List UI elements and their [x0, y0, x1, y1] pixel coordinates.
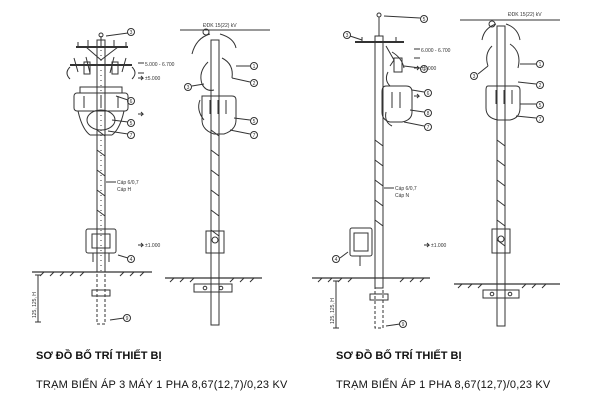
left-dim-top: 5.000 - 6.700	[145, 62, 175, 68]
left-side-callout-1-text: 1	[253, 64, 256, 70]
left-front-view	[32, 28, 152, 325]
left-dim-low: ±1.000	[145, 243, 160, 249]
right-dim-top: 6.000 - 6.700	[421, 48, 451, 54]
right-side-callout-3	[470, 72, 478, 80]
left-side-lv-cabinet	[205, 230, 225, 254]
right-side-callout-5	[536, 101, 544, 109]
left-side-callout-3-text: 3	[187, 85, 190, 91]
right-side-transformer	[485, 85, 521, 121]
left-side-view	[165, 28, 270, 326]
right-lv-cabinet	[349, 227, 373, 257]
right-side-callout-5-text: 5	[539, 103, 542, 109]
left-side-callout-5	[250, 117, 258, 125]
right-side-callout-2	[536, 81, 544, 89]
callout-numbers: 3 6 5 7 4 9 3 2 1 5 7 5 3 1 6 8 7 4 9 3 …	[126, 17, 542, 328]
right-pole	[374, 35, 384, 289]
left-callout-9	[123, 314, 131, 322]
right-line-label: ĐDK 15(22) kV	[508, 12, 542, 18]
right-side-callout-7-text: 7	[539, 117, 542, 123]
left-side-callout-2	[250, 79, 258, 87]
right-side-callout-1	[536, 60, 544, 68]
left-side-callout-7-text: 7	[253, 133, 256, 139]
left-callout-6-text: 6	[130, 99, 133, 105]
left-side-callout-2-text: 2	[253, 81, 256, 87]
right-dim-low: ±1.000	[431, 243, 446, 249]
right-side-callout-3-text: 3	[473, 74, 476, 80]
left-callout-7-text: 7	[130, 133, 133, 139]
right-callout-8	[424, 109, 432, 117]
right-caption-subtitle: TRẠM BIẾN ÁP 1 PHA 8,67(12,7)/0,23 KV	[336, 379, 551, 391]
left-callout-5	[127, 119, 135, 127]
left-callout-6	[127, 97, 135, 105]
right-side-callout-2-text: 2	[539, 83, 542, 89]
right-callout-8-text: 8	[427, 111, 430, 117]
right-caption-title: SƠ ĐỒ BỐ TRÍ THIẾT BỊ	[336, 350, 462, 362]
right-front-view	[312, 12, 432, 329]
right-callout-7	[424, 123, 432, 131]
left-callout-5-text: 5	[130, 121, 133, 127]
right-side-callout-7	[536, 115, 544, 123]
right-side-pole	[496, 25, 506, 327]
right-callout-9	[399, 320, 407, 328]
left-caption-title: SƠ ĐỒ BỐ TRÍ THIẾT BỊ	[36, 350, 162, 362]
right-depth-label: 125, 125, H	[330, 298, 336, 324]
left-side-transformer	[198, 95, 237, 135]
right-callout-5-text: 5	[423, 17, 426, 23]
left-dim-mid: ±5.000	[145, 76, 160, 82]
left-callout-9-text: 9	[126, 316, 129, 322]
left-depth-label: 125, 125, H	[32, 292, 38, 318]
right-side-lv-cabinet	[491, 228, 511, 254]
left-callout-7	[127, 131, 135, 139]
right-transformer	[381, 85, 413, 127]
left-lv-cabinet	[85, 228, 117, 254]
right-side-view	[454, 19, 560, 327]
right-cable-note: Cáp 6/0,7	[395, 186, 417, 192]
right-callout-3-text: 3	[346, 33, 349, 39]
left-side-callout-7	[250, 131, 258, 139]
right-dim-mid: ±5.000	[421, 66, 436, 72]
left-callout-4	[127, 255, 135, 263]
left-cable-note-2: Cáp H	[117, 187, 132, 193]
right-callout-4-text: 4	[335, 257, 338, 263]
right-callout-7-text: 7	[427, 125, 430, 131]
annotations: ĐDK 15(22) kV 5.000 - 6.700 ±5.000 ±1.00…	[32, 12, 542, 324]
right-callout-1-text: 1	[423, 67, 426, 73]
right-side-callout-1-text: 1	[539, 62, 542, 68]
left-caption-subtitle: TRẠM BIẾN ÁP 3 MÁY 1 PHA 8,67(12,7)/0,23…	[36, 379, 288, 391]
right-callout-6-text: 6	[427, 91, 430, 97]
left-callout-4-text: 4	[130, 257, 133, 263]
left-callout-3	[127, 28, 135, 36]
left-line-label: ĐDK 15(22) kV	[203, 23, 237, 29]
right-callout-6	[424, 89, 432, 97]
left-transformer-bank	[73, 86, 129, 136]
left-side-pole	[210, 39, 220, 326]
right-callout-9-text: 9	[402, 322, 405, 328]
left-callout-3-text: 3	[130, 30, 133, 36]
left-side-callout-5-text: 5	[253, 119, 256, 125]
left-side-callout-1	[250, 62, 258, 70]
right-callout-3	[343, 31, 351, 39]
right-callout-5	[420, 15, 428, 23]
left-side-callout-3	[184, 83, 192, 91]
right-callout-4	[332, 255, 340, 263]
right-cable-note-2: Cáp N	[395, 193, 410, 199]
right-callout-1	[420, 65, 428, 73]
left-cable-note: Cáp 6/0,7	[117, 180, 139, 186]
